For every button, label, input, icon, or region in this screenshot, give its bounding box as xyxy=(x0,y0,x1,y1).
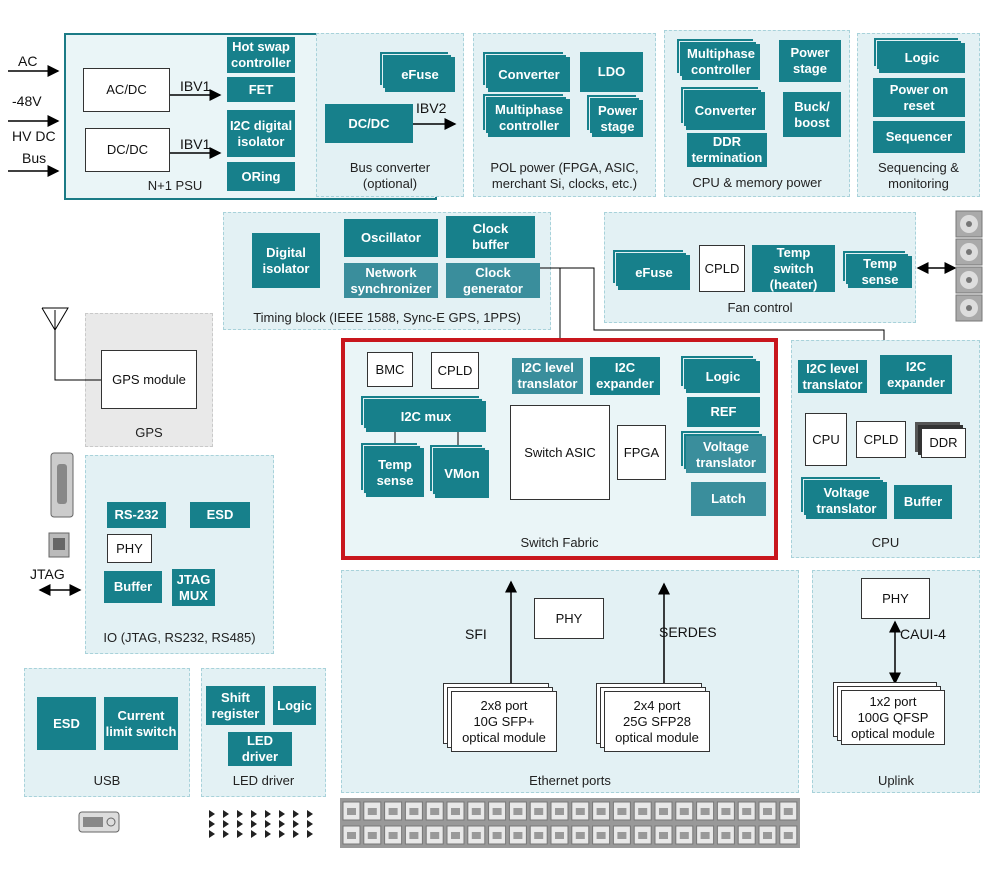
block-c-cpu: CPU xyxy=(805,413,847,466)
block-cp-mp: Multiphase controller xyxy=(682,44,760,80)
label-ac: AC xyxy=(18,53,38,69)
block-pol-mp: Multiphase controller xyxy=(488,99,570,137)
label-hvdc: HV DC xyxy=(12,128,56,144)
block-cp-ps: Power stage xyxy=(779,40,841,82)
block-psu-dcdc: DC/DC xyxy=(85,128,170,172)
block-seq-seq: Sequencer xyxy=(873,121,965,153)
block-c-vt: Voltage translator xyxy=(806,482,887,519)
block-t-cbuf: Clock buffer xyxy=(446,216,535,258)
block-cp-conv: Converter xyxy=(686,92,765,130)
block-psu-acdc: AC/DC xyxy=(83,68,170,112)
block-s-ts: Temp sense xyxy=(366,448,424,497)
block-t-osc: Oscillator xyxy=(344,219,438,257)
fan-icon xyxy=(955,210,983,322)
block-s-bmc: BMC xyxy=(367,352,413,387)
block-usb-cls: Current limit switch xyxy=(104,697,178,750)
block-s-vmon: VMon xyxy=(435,450,489,498)
panel-label-gps: GPS xyxy=(135,425,163,440)
block-s-ref: REF xyxy=(687,397,760,427)
block-io-jmux: JTAG MUX xyxy=(172,569,215,606)
block-s-lvl: I2C level translator xyxy=(512,358,583,394)
panel-label-led: LED driver xyxy=(232,773,295,788)
block-f-ts: Temp sense xyxy=(848,256,912,288)
block-l-drv: LED driver xyxy=(228,732,292,766)
label-v48: -48V xyxy=(12,93,42,109)
block-cp-ddr: DDR termination xyxy=(687,133,767,167)
usb-port-icon xyxy=(78,810,120,834)
block-bus-efuse: eFuse xyxy=(385,57,455,92)
led-array-icon xyxy=(207,808,322,840)
block-psu-hotswap: Hot swap controller xyxy=(227,37,295,73)
panel-label-io: IO (JTAG, RS232, RS485) xyxy=(103,630,256,645)
block-f-cpld: CPLD xyxy=(699,245,745,292)
ethernet-ports-icon xyxy=(340,798,800,848)
block-bus-dcdc: DC/DC xyxy=(325,104,413,143)
block-s-mux: I2C mux xyxy=(366,401,486,432)
label-caui: CAUI-4 xyxy=(900,626,946,642)
panel-label-pol: POL power (FPGA, ASIC, merchant Si, cloc… xyxy=(490,160,639,191)
block-pol-ps: Power stage xyxy=(592,100,643,137)
block-s-logic: Logic xyxy=(686,361,760,393)
panel-label-switch: Switch Fabric xyxy=(520,535,599,550)
block-f-efuse: eFuse xyxy=(618,255,690,290)
label-jtag: JTAG xyxy=(30,566,65,582)
block-seq-por: Power on reset xyxy=(873,78,965,117)
jtag-connector-icon xyxy=(48,532,70,558)
block-s-asic: Switch ASIC xyxy=(510,405,610,500)
panel-label-seq: Sequencing & monitoring xyxy=(878,160,959,191)
block-io-esd: ESD xyxy=(190,502,250,528)
block-pol-ldo: LDO xyxy=(580,52,643,92)
block-io-buf: Buffer xyxy=(104,571,162,603)
block-c-ddr: DDR xyxy=(921,428,966,458)
block-e-phy: PHY xyxy=(534,598,604,639)
block-cp-buck: Buck/ boost xyxy=(783,92,841,137)
block-io-rs232: RS-232 xyxy=(107,502,166,528)
panel-label-psu: N+1 PSU xyxy=(147,178,203,193)
panel-label-uplink: Uplink xyxy=(877,773,915,788)
panel-label-cpupower: CPU & memory power xyxy=(692,175,822,190)
block-seq-logic: Logic xyxy=(879,43,965,73)
block-c-cpld: CPLD xyxy=(856,421,906,458)
block-s-vt: Voltage translator xyxy=(686,436,766,473)
block-usb-esd: ESD xyxy=(37,697,96,750)
block-e-sfp: 2x8 port 10G SFP+ optical module xyxy=(451,691,557,752)
block-s-latch: Latch xyxy=(691,482,766,516)
block-psu-fet: FET xyxy=(227,77,295,102)
panel-label-bus: Bus converter (optional) xyxy=(349,160,431,191)
panel-label-cpu: CPU xyxy=(871,535,900,550)
serial-port-icon xyxy=(50,452,74,518)
block-pol-conv: Converter xyxy=(488,57,570,92)
block-l-shift: Shift register xyxy=(206,686,265,725)
block-u-phy: PHY xyxy=(861,578,930,619)
label-ibv2: IBV2 xyxy=(416,100,447,116)
block-s-fpga: FPGA xyxy=(617,425,666,480)
block-s-cpld: CPLD xyxy=(431,352,479,389)
block-t-net: Network synchronizer xyxy=(344,263,438,298)
panel-io xyxy=(85,455,274,654)
label-sfi: SFI xyxy=(465,626,487,642)
block-f-tsw: Temp switch (heater) xyxy=(752,245,835,292)
block-c-lvl: I2C level translator xyxy=(798,360,867,393)
block-u-qsfp: 1x2 port 100G QFSP optical module xyxy=(841,690,945,745)
block-psu-oring: ORing xyxy=(227,162,295,191)
block-gps-mod: GPS module xyxy=(101,350,197,409)
panel-label-eth: Ethernet ports xyxy=(529,773,611,788)
block-t-iso: Digital isolator xyxy=(252,233,320,288)
block-psu-iso: I2C digital isolator xyxy=(227,110,295,157)
block-c-buf: Buffer xyxy=(894,485,952,519)
block-s-exp: I2C expander xyxy=(590,357,660,395)
label-ibv1b: IBV1 xyxy=(180,136,211,152)
label-serdes: SERDES xyxy=(659,624,717,640)
block-c-exp: I2C expander xyxy=(880,355,952,394)
label-ibv1a: IBV1 xyxy=(180,78,211,94)
block-l-logic: Logic xyxy=(273,686,316,725)
block-io-phy: PHY xyxy=(107,534,152,563)
panel-label-timing: Timing block (IEEE 1588, Sync-E GPS, 1PP… xyxy=(253,310,521,325)
panel-label-fan: Fan control xyxy=(727,300,793,315)
panel-label-usb: USB xyxy=(93,773,121,788)
block-t-cgen: Clock generator xyxy=(446,263,540,298)
block-e-sfp28: 2x4 port 25G SFP28 optical module xyxy=(604,691,710,752)
label-bus: Bus xyxy=(22,150,47,166)
